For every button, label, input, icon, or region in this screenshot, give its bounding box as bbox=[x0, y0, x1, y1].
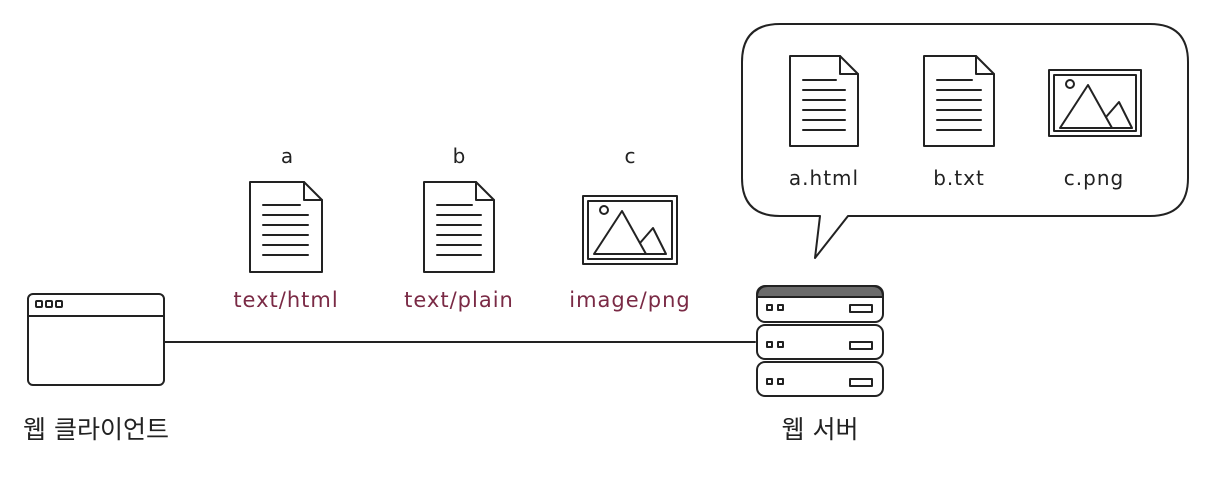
document-icon bbox=[789, 55, 859, 147]
client-label: 웹 클라이언트 bbox=[23, 415, 169, 444]
server-label: 웹 서버 bbox=[781, 415, 859, 444]
browser-window-icon bbox=[27, 293, 165, 386]
item-name-c: c bbox=[624, 144, 636, 168]
image-icon bbox=[582, 195, 678, 265]
server-stack-icon bbox=[756, 285, 884, 397]
item-name-a: a bbox=[280, 144, 294, 168]
document-icon bbox=[249, 181, 323, 273]
server-file-c: c.png bbox=[1063, 166, 1125, 190]
document-icon bbox=[923, 55, 995, 147]
item-mime-b: text/plain bbox=[404, 288, 514, 312]
speech-bubble bbox=[741, 23, 1189, 259]
image-icon bbox=[1048, 69, 1142, 137]
item-name-b: b bbox=[452, 144, 466, 168]
document-icon bbox=[423, 181, 495, 273]
item-mime-c: image/png bbox=[569, 288, 691, 312]
item-mime-a: text/html bbox=[233, 288, 339, 312]
server-file-a: a.html bbox=[788, 166, 860, 190]
server-file-b: b.txt bbox=[933, 166, 985, 190]
